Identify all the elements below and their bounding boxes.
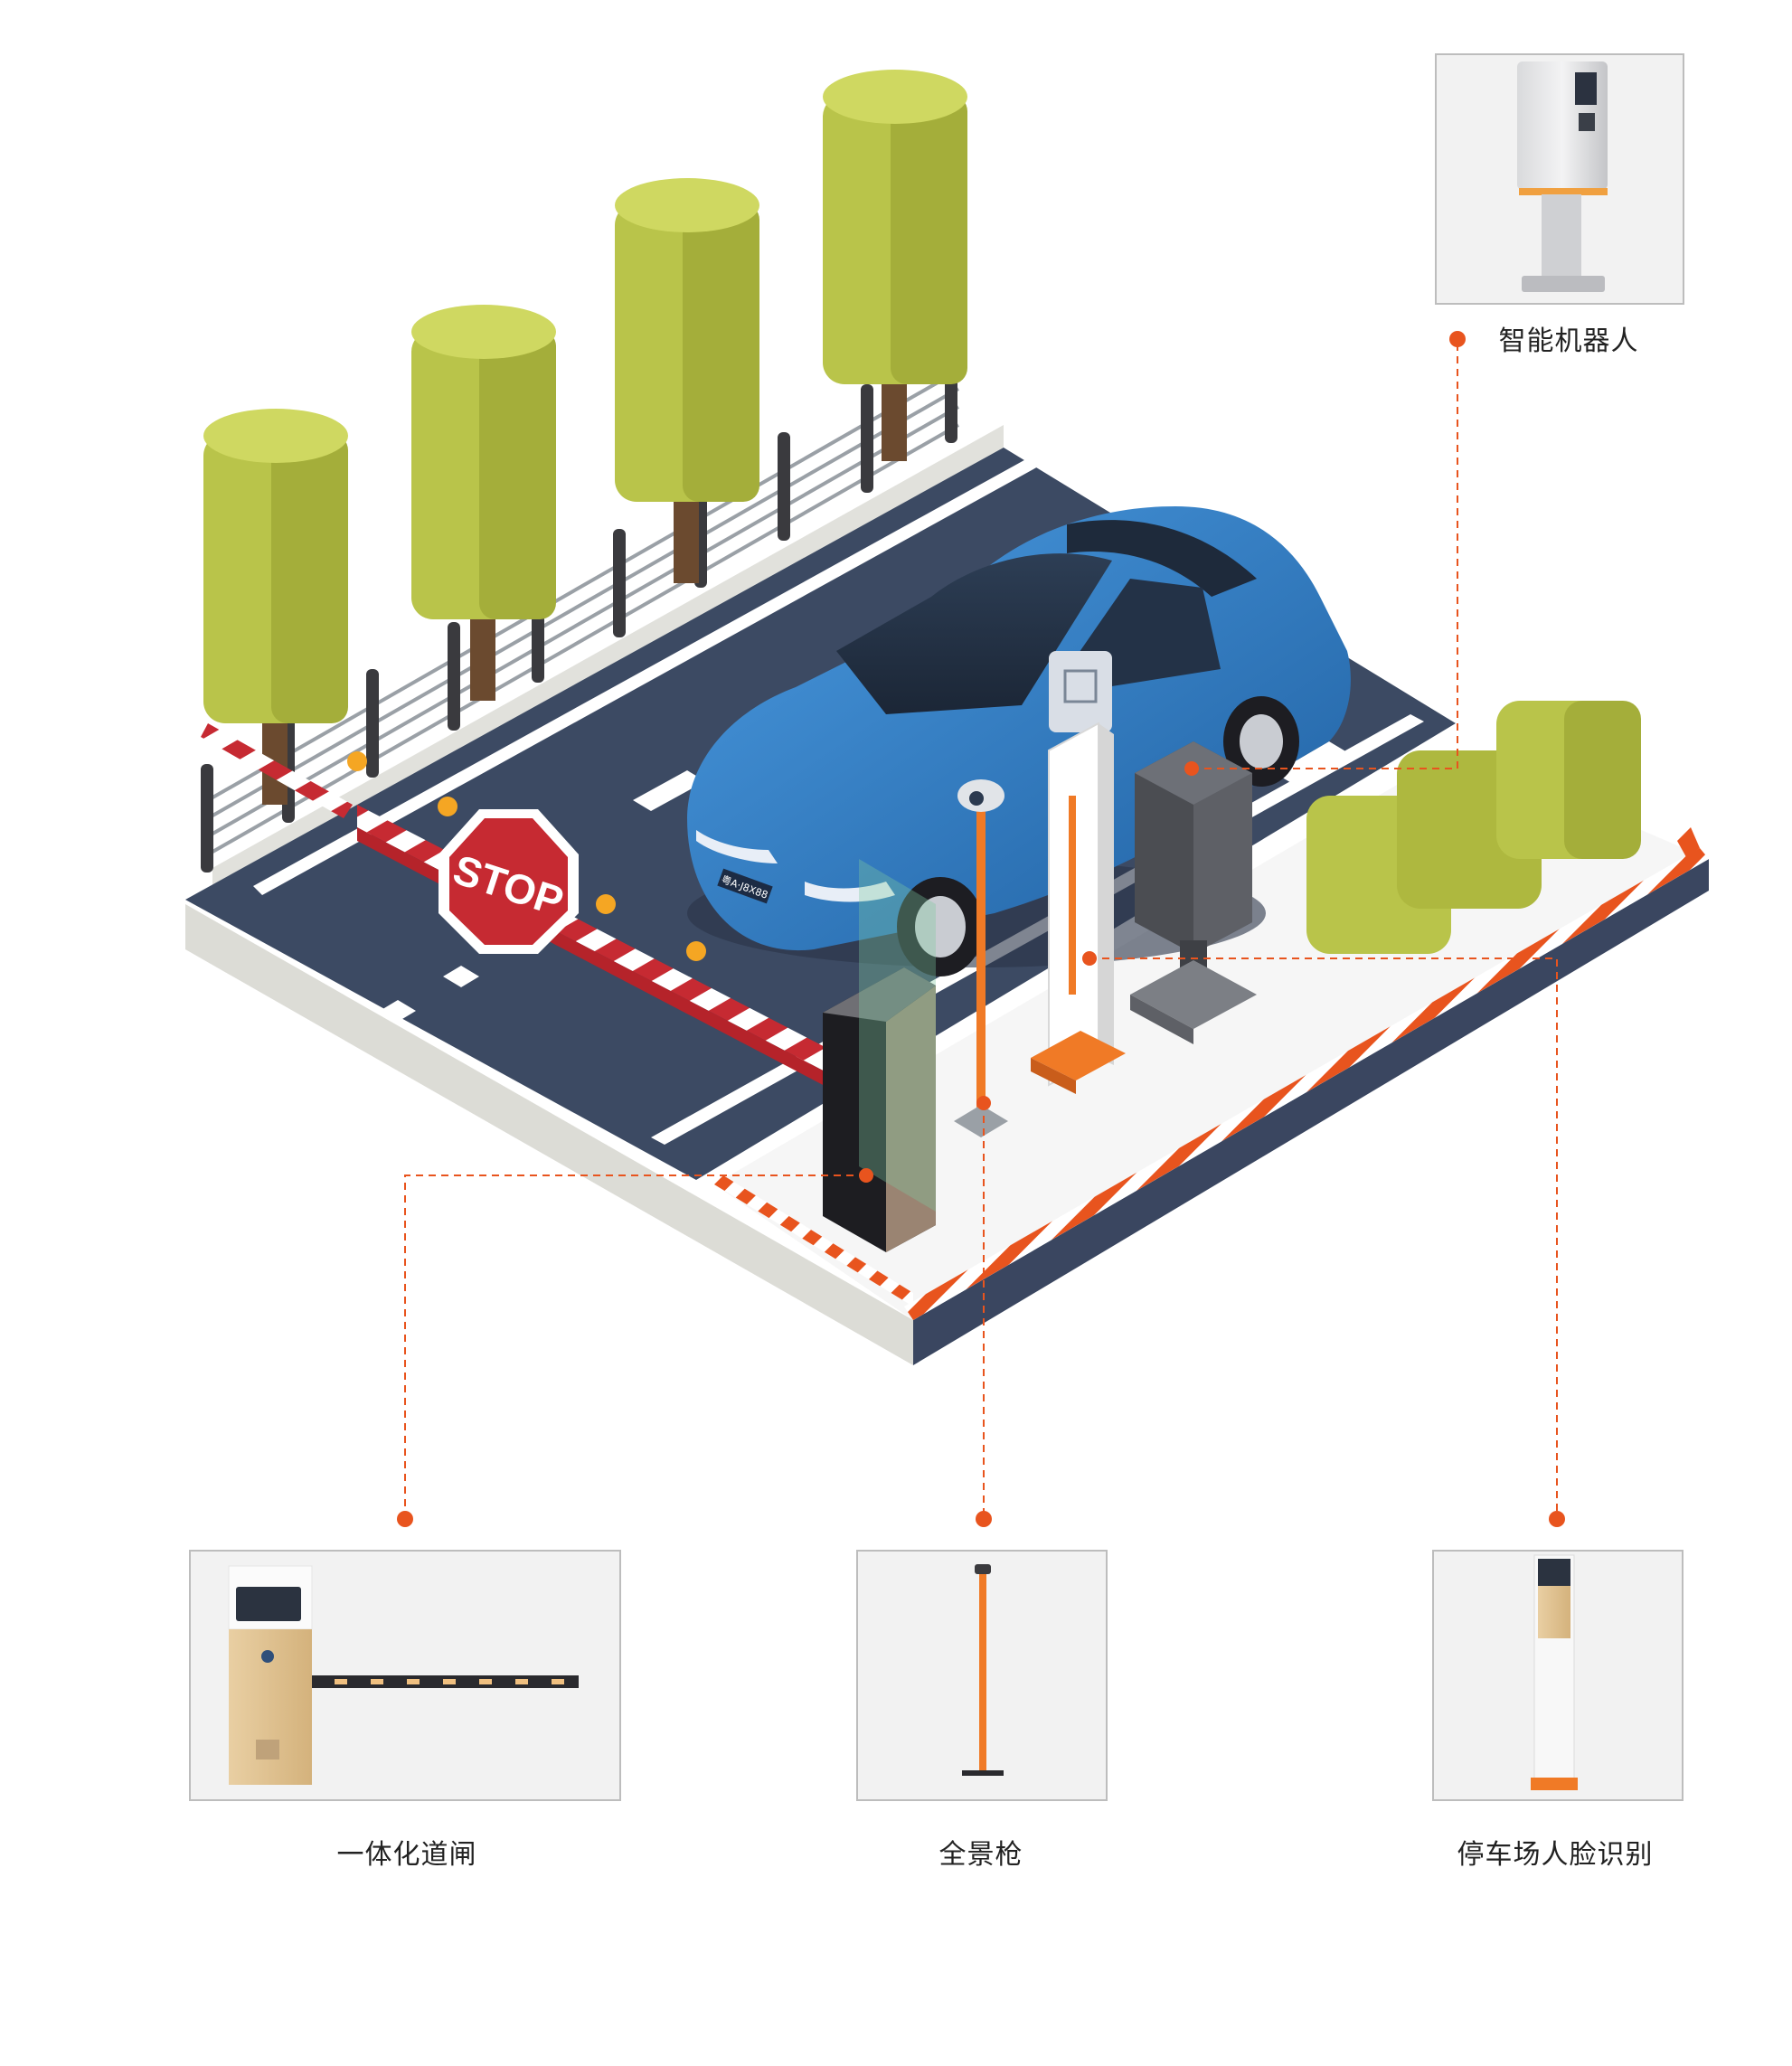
panoramic-camera-icon [962,1564,1004,1776]
bushes [1306,701,1641,954]
fence [207,369,959,856]
robot-kiosk-icon [1517,61,1608,292]
camera-photo [856,1550,1108,1801]
face-scan-sticker [1049,651,1112,732]
tree-icon [823,70,967,461]
tree-icon [203,409,348,805]
barrier-photo [189,1550,621,1801]
panoramic-camera-scene [954,779,1008,1137]
tree-icon [615,178,759,583]
face-recognition-terminal-icon [1531,1554,1578,1790]
barrier-gate-icon [228,1565,579,1785]
robot-label: 智能机器人 [1498,325,1639,357]
camera-label: 全景枪 [938,1839,1023,1871]
face-photo [1432,1550,1684,1801]
callout-lines [404,342,1558,1515]
side-barrier [201,723,353,818]
barrier-label: 一体化道闸 [336,1839,477,1871]
stop-sign: STOP [439,809,579,954]
callout-dots [397,331,1565,1527]
trees-row [203,70,967,805]
blue-car: 粤A·J8X88 [687,506,1351,976]
license-plate [717,868,773,904]
robot-photo [1435,53,1684,305]
robot-kiosk-scene [1130,741,1257,1044]
face-label: 停车场人脸识别 [1457,1839,1654,1871]
tree-icon [411,305,556,701]
face-terminal-scene [1031,722,1126,1094]
